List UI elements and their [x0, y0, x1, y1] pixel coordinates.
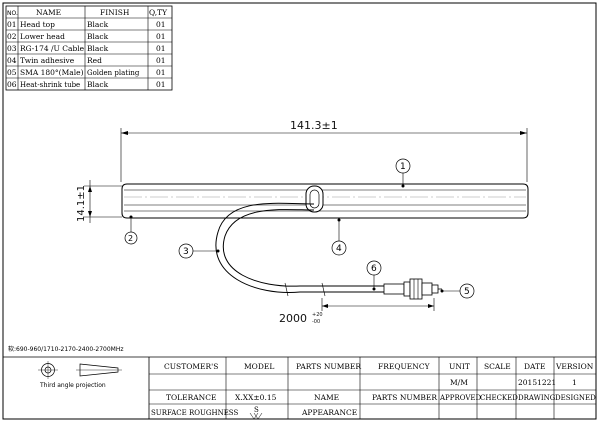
tb-checked: CHECKED	[480, 394, 518, 402]
bom-row-name: Twin adhesive	[20, 56, 75, 65]
bom-row-finish: Black	[87, 20, 109, 29]
bom-row-finish: Golden plating	[87, 69, 140, 77]
bom-row-name: SMA 180°(Male)	[20, 68, 84, 77]
callout-4: 4	[331, 218, 347, 256]
bom-row-no: 03	[7, 44, 17, 53]
bom-row-name: Heat-shrink tube	[20, 81, 80, 89]
callout-3: 3	[178, 243, 220, 259]
tb-unit: UNIT	[449, 362, 470, 371]
callout-2: 2	[124, 215, 138, 245]
tb-tolerance: TOLERANCE	[166, 393, 216, 402]
tb-date: DATE	[524, 362, 546, 371]
bom-row-name: RG-174 /U Cable	[20, 44, 85, 53]
tb-designed: DESIGNED	[555, 394, 596, 402]
bom-row-finish: Black	[87, 80, 109, 89]
tb-version-value: 1	[572, 378, 577, 387]
tb-tolerance-value: X.XX±0.15	[235, 393, 277, 402]
cable-tol-minus: -00	[312, 319, 320, 325]
bom-row-qty: 01	[156, 44, 166, 53]
callout-1: 1	[395, 158, 411, 188]
antenna-body	[121, 183, 529, 219]
bom-row-no: 05	[7, 68, 17, 77]
tb-customers: CUSTOMER'S	[164, 362, 218, 371]
tb-roughness-symbol: S	[254, 406, 259, 414]
frequency-note: 软:690-960/1710-2170-2400-2700MHz	[8, 345, 124, 353]
callout-1-label: 1	[400, 162, 406, 172]
bom-row-no: 01	[7, 20, 17, 29]
bom-header-finish: FINISH	[100, 8, 130, 17]
bom-row-no: 04	[7, 56, 17, 65]
height-dimension-text: 14.1±1	[76, 185, 87, 222]
bom-row-finish: Black	[87, 44, 109, 53]
title-block: CUSTOMER'S MODEL PARTS NUMBER FREQUENCY …	[3, 356, 596, 420]
cable-length-dimension: 2000 +20 -00	[279, 298, 435, 325]
callout-2-label: 2	[128, 234, 133, 243]
callout-4-label: 4	[336, 244, 342, 254]
callout-5-label: 5	[464, 287, 470, 297]
height-dimension: 14.1±1	[76, 180, 122, 223]
tb-surface-roughness: SURFACE ROUGHNESS	[151, 409, 238, 417]
bom-header-qty: Q,TY	[149, 8, 168, 17]
third-angle-projection-symbol: Third angle projection	[38, 361, 122, 389]
tb-drawing: DRAWING	[518, 394, 556, 402]
callout-3-label: 3	[183, 247, 189, 257]
bom-row-no: 06	[7, 80, 17, 89]
cable-length-text: 2000	[279, 312, 307, 325]
bom-row-qty: 01	[156, 32, 166, 41]
bom-row-no: 02	[7, 32, 17, 41]
bom-table: NO. NAME FINISH Q,TY 01 Head top Black 0…	[5, 5, 173, 91]
tb-parts-number-2: PARTS NUMBER	[372, 393, 437, 402]
sma-connector	[383, 278, 442, 300]
tb-name: NAME	[314, 393, 339, 402]
bom-row-qty: 01	[156, 20, 166, 29]
bom-row-qty: 01	[156, 80, 166, 89]
roughness-triangle-icon	[249, 412, 263, 420]
callout-5: 5	[440, 283, 475, 299]
bom-row-name: Head top	[20, 20, 55, 29]
tb-appearance: APPEARANCE	[301, 408, 357, 417]
bom-row-finish: Black	[87, 32, 109, 41]
bom-row-qty: 01	[156, 56, 166, 65]
projection-label: Third angle projection	[39, 382, 106, 389]
tb-parts-number: PARTS NUMBER	[296, 362, 361, 371]
bom-row-finish: Red	[87, 56, 102, 65]
tb-frequency: FREQUENCY	[378, 362, 431, 371]
length-dimension: 141.3±1	[120, 119, 528, 182]
callout-6: 6	[366, 260, 382, 291]
cable-tol-plus: +20	[312, 312, 323, 318]
bom-header-no: NO.	[7, 10, 18, 17]
bom-row-name: Lower head	[20, 32, 65, 41]
length-dimension-text: 141.3±1	[290, 119, 338, 132]
tb-version: VERSION	[555, 362, 594, 371]
bom-row-qty: 01	[156, 68, 166, 77]
tb-scale: SCALE	[484, 362, 511, 371]
tb-approved: APPROVED	[439, 394, 482, 402]
bom-header-name: NAME	[36, 8, 61, 17]
coax-cable	[215, 202, 400, 297]
tb-model: MODEL	[244, 362, 274, 371]
callout-6-label: 6	[371, 264, 377, 274]
tb-unit-value: M/M	[450, 378, 468, 387]
tb-date-value: 20151221	[518, 378, 556, 387]
